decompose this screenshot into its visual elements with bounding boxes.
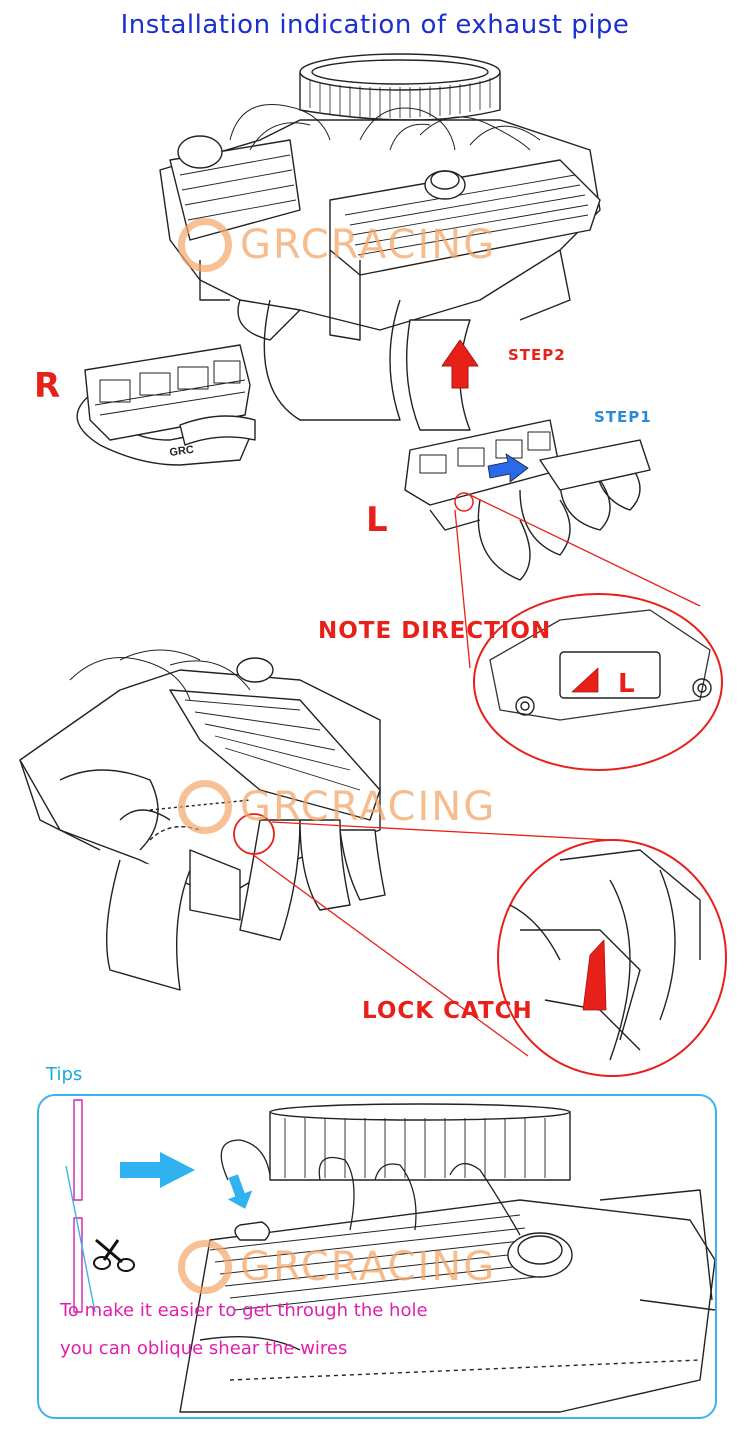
watermark-logo-icon: [178, 218, 232, 272]
watermark-text: GRCRACING: [240, 1244, 497, 1290]
scissors-icon: [93, 1238, 135, 1272]
zoom-lock-catch: [497, 839, 727, 1077]
tips-line-2: you can oblique shear the wires: [60, 1338, 348, 1359]
right-side-label: R: [34, 366, 61, 406]
down-arrow-icon: [227, 1174, 253, 1209]
zoom-note-direction: [473, 593, 723, 771]
step1-label: STEP1: [594, 408, 652, 426]
tips-box: [37, 1094, 717, 1419]
watermark-logo-icon: [178, 1240, 232, 1294]
engine-middle-drawing: [19, 649, 386, 991]
left-side-label: L: [366, 500, 388, 540]
page-title: Installation indication of exhaust pipe: [120, 10, 630, 40]
wire-cut-illustration: [65, 1099, 96, 1313]
right-arrow-icon: [120, 1152, 195, 1188]
tips-line-1: To make it easier to get through the hol…: [60, 1300, 428, 1321]
header-stamp-text: GRC: [169, 444, 195, 459]
note-direction-label: NOTE DIRECTION: [318, 618, 552, 644]
watermark-text: GRCRACING: [240, 222, 497, 268]
watermark-text: GRCRACING: [240, 784, 497, 830]
tips-engine-drawing: [179, 1103, 716, 1413]
tips-heading: Tips: [46, 1064, 83, 1085]
right-arrow-icon: [487, 453, 529, 483]
zoom-direction-mark: L: [618, 669, 635, 699]
watermark-logo-icon: [178, 780, 232, 834]
lock-catch-label: LOCK CATCH: [362, 998, 533, 1024]
right-header-drawing: [76, 344, 256, 466]
engine-top-drawing: [159, 53, 601, 431]
left-header-drawing: [404, 419, 651, 581]
up-arrow-icon: [441, 339, 479, 389]
step2-label: STEP2: [508, 346, 566, 364]
